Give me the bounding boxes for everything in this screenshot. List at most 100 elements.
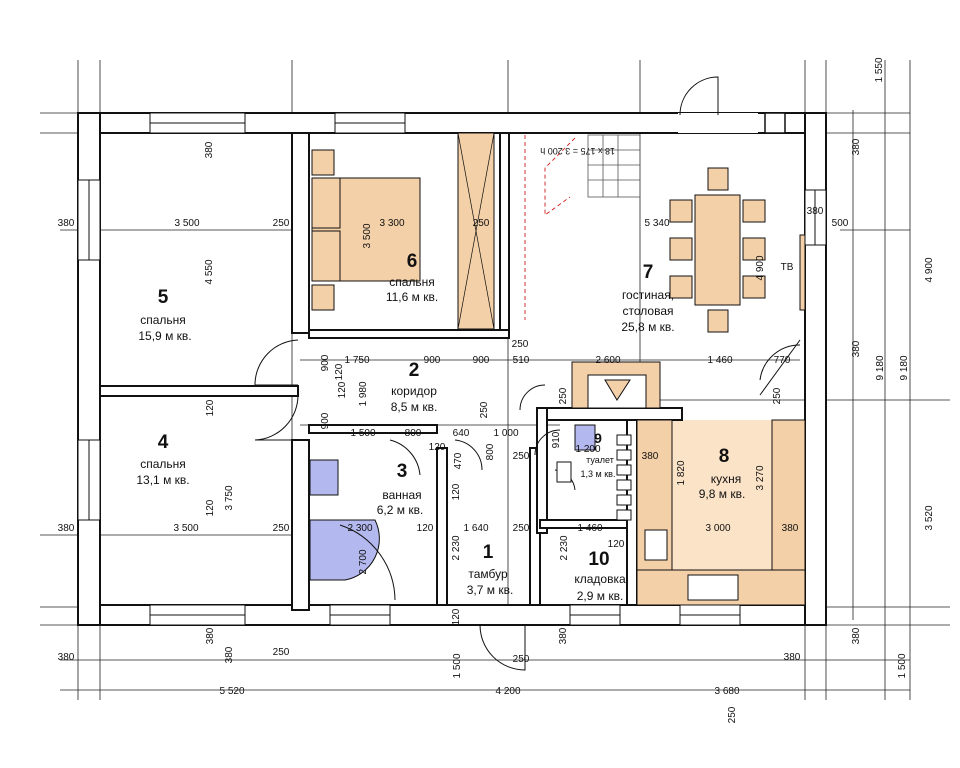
dimension-labels: 3 500 250 3 300 250 5 340 500 380 380 38… <box>58 57 935 723</box>
dim-label: 3 270 <box>755 465 766 490</box>
dim-label: 5 340 <box>644 218 669 229</box>
dim-label: 3 750 <box>224 485 235 510</box>
dim-label: 500 <box>832 218 849 229</box>
room-1-area: 3,7 м кв. <box>467 583 514 597</box>
dim-label: 250 <box>513 654 530 665</box>
dim-label: 4 200 <box>495 686 520 697</box>
room-7-name2: столовая <box>623 304 674 318</box>
room-2-area: 8,5 м кв. <box>391 400 438 414</box>
dim-label: 1 500 <box>897 653 908 678</box>
dim-label: 5 520 <box>219 686 244 697</box>
room-10-number: 10 <box>588 549 609 570</box>
dim-label: 9 180 <box>899 355 910 380</box>
dim-label: 4 900 <box>924 257 935 282</box>
dim-label: 1 750 <box>344 355 369 366</box>
room-9-number: 9 <box>594 430 602 446</box>
dim-label: 380 <box>851 627 862 644</box>
dim-label: 2 700 <box>358 549 369 574</box>
tv-label: ТВ <box>781 262 794 273</box>
dim-label: 120 <box>429 442 446 453</box>
dim-label: 380 <box>224 646 235 663</box>
room-3-name: ванная <box>382 488 421 502</box>
room-1-number: 1 <box>483 542 494 563</box>
dim-label: 1 000 <box>493 428 518 439</box>
dim-label: 3 500 <box>174 218 199 229</box>
dim-label: 380 <box>58 523 75 534</box>
dim-label: 380 <box>204 141 215 158</box>
dim-label: 380 <box>851 138 862 155</box>
room-10-area: 2,9 м кв. <box>577 589 624 603</box>
room-9-area: 1,3 м кв. <box>581 469 616 479</box>
dim-label: 1 460 <box>577 523 602 534</box>
dim-label: 120 <box>451 483 462 500</box>
dim-label: 380 <box>58 218 75 229</box>
room-7-number: 7 <box>643 262 654 283</box>
dim-label: 640 <box>453 428 470 439</box>
dim-label: 250 <box>513 451 530 462</box>
dim-label: 910 <box>551 431 562 448</box>
room-2-name: коридор <box>391 384 437 398</box>
room-3-number: 3 <box>397 461 408 482</box>
kitchen-counters <box>636 419 806 606</box>
room-6-number: 6 <box>407 251 418 272</box>
dim-label: 9 180 <box>875 355 886 380</box>
dim-label: 250 <box>558 387 569 404</box>
dim-label: 770 <box>774 355 791 366</box>
dim-label: 120 <box>417 523 434 534</box>
room-7-name: гостиная, <box>622 288 674 302</box>
room-4-area: 13,1 м кв. <box>136 473 189 487</box>
dim-label: 380 <box>782 523 799 534</box>
room-8-area: 9,8 м кв. <box>699 487 746 501</box>
dim-label: 3 520 <box>924 505 935 530</box>
room-4-number: 4 <box>158 432 169 453</box>
dim-label: 250 <box>273 218 290 229</box>
dim-label: 250 <box>772 387 783 404</box>
dim-label: 510 <box>513 355 530 366</box>
room-labels: 1 тамбур 3,7 м кв. 2 коридор 8,5 м кв. 3… <box>136 251 793 603</box>
tv-unit <box>799 234 806 311</box>
dim-label: 1 640 <box>463 523 488 534</box>
dim-label: 900 <box>320 354 331 371</box>
dim-label: 470 <box>453 452 464 469</box>
windows <box>77 112 827 626</box>
dim-label: 380 <box>58 652 75 663</box>
interior-doors <box>254 339 801 671</box>
dim-label: 4 550 <box>204 259 215 284</box>
wardrobe <box>457 132 495 330</box>
room-1-name: тамбур <box>468 567 508 581</box>
dim-label: 380 <box>558 627 569 644</box>
dim-label: 250 <box>273 523 290 534</box>
room-8-name: кухня <box>711 472 742 486</box>
dim-label: 380 <box>784 652 801 663</box>
dim-label: 120 <box>337 381 348 398</box>
room-5-area: 15,9 м кв. <box>138 329 191 343</box>
dim-label: 2 230 <box>559 535 570 560</box>
room-10-name: кладовка <box>574 572 626 586</box>
dim-label: 1 550 <box>874 57 885 82</box>
dim-label: 1 460 <box>707 355 732 366</box>
dim-label: 120 <box>451 608 462 625</box>
top-door-gap <box>678 113 758 133</box>
dim-label: 1 980 <box>358 381 369 406</box>
room-4-name: спальня <box>140 457 186 471</box>
top-door-swing <box>679 76 719 116</box>
dim-label: 1 500 <box>452 653 463 678</box>
room-5-name: спальня <box>140 313 186 327</box>
shelving <box>616 434 632 521</box>
room-2-number: 2 <box>409 360 420 381</box>
stair-label: 18 х 175 = 3 200 h <box>540 146 615 156</box>
dim-label: 380 <box>807 206 824 217</box>
dining-set <box>669 167 766 333</box>
dim-label: 1 500 <box>350 428 375 439</box>
dim-label: 120 <box>608 539 625 550</box>
room-5-number: 5 <box>158 287 169 308</box>
room-3-area: 6,2 м кв. <box>377 503 424 517</box>
dim-label: 3 680 <box>714 686 739 697</box>
dim-label: 250 <box>513 523 530 534</box>
dim-label: 4 900 <box>755 255 766 280</box>
dim-label: 2 300 <box>347 523 372 534</box>
dim-label: 250 <box>727 706 738 723</box>
room-9-name: туалет <box>586 455 614 465</box>
dim-label: 2 600 <box>595 355 620 366</box>
